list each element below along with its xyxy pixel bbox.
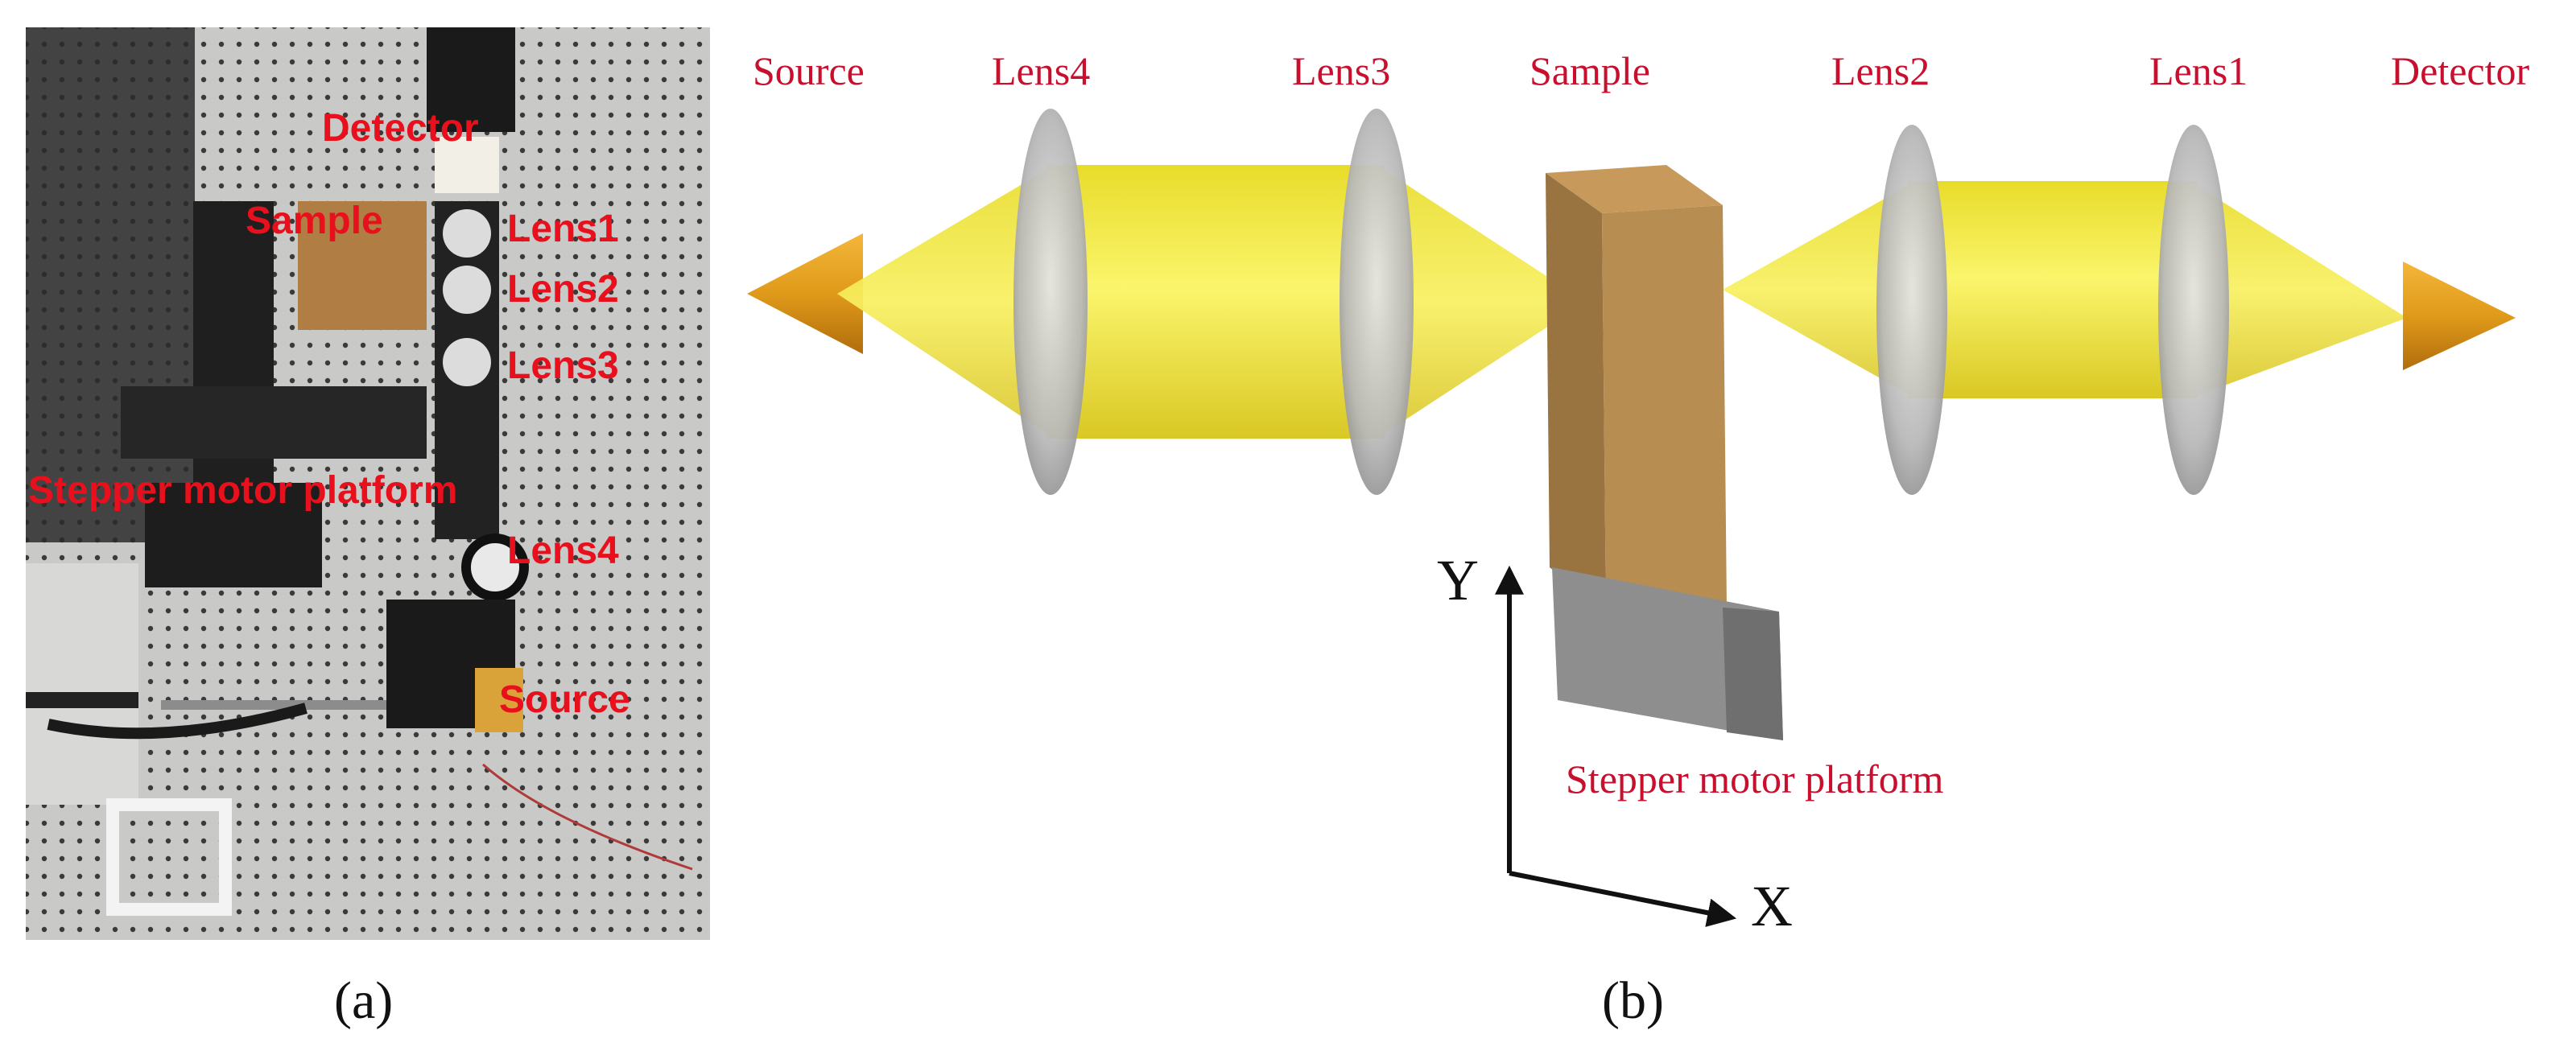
stepper-stage: [121, 386, 427, 459]
lens2: [1876, 125, 1947, 495]
photo-label-lens2: Lens2: [507, 268, 619, 311]
label-lens1: Lens1: [2149, 48, 2248, 93]
source-cone: [747, 233, 863, 354]
detector-cone: [2403, 262, 2516, 370]
beam-collimated-2: [1908, 181, 2198, 398]
lens3-photo: [443, 338, 491, 386]
axis-label-x: X: [1751, 874, 1793, 938]
beam-converging-1: [1377, 165, 1586, 439]
lens3: [1340, 109, 1414, 495]
photo-label-stepper: Stepper motor platform: [28, 469, 457, 512]
beam-diverging-1: [837, 165, 1055, 439]
sample-side: [1546, 173, 1606, 612]
lens4: [1013, 109, 1088, 495]
power-supply: [26, 563, 138, 805]
panel-a-caption: (a): [334, 971, 393, 1030]
label-stepper: Stepper motor platform: [1566, 756, 1943, 802]
photo-label-lens4: Lens4: [507, 530, 619, 572]
label-source: Source: [753, 48, 865, 93]
axis-label-y: Y: [1437, 548, 1479, 612]
beam-diverging-2: [1723, 181, 1916, 398]
label-lens4: Lens4: [992, 48, 1090, 93]
label-sample: Sample: [1530, 48, 1650, 93]
panel-a-photo: Detector Sample Lens1 Lens2 Lens3 Steppe…: [26, 27, 710, 940]
photo-label-source: Source: [499, 678, 630, 721]
detector-body: [427, 27, 515, 132]
photo-label-lens3: Lens3: [507, 344, 619, 387]
stage-post: [193, 201, 274, 507]
lens1: [2158, 125, 2229, 495]
photo-label-detector: Detector: [322, 107, 479, 150]
sample-front: [1602, 205, 1727, 616]
beam-collimated-1: [1046, 165, 1385, 439]
x-axis-arrow: [1509, 871, 1737, 928]
panel-b-caption: (b): [1602, 971, 1664, 1030]
photo-label-lens1: Lens1: [507, 208, 619, 250]
sample-photo: [298, 201, 427, 330]
frame: [106, 798, 232, 916]
label-lens2: Lens2: [1831, 48, 1930, 93]
panel-b-schematic: Source Lens4 Lens3 Sample Lens2 Lens1 De…: [747, 48, 2529, 938]
sample-top: [1546, 165, 1723, 213]
label-detector: Detector: [2391, 48, 2529, 93]
left-rack: [26, 27, 195, 542]
lens4-photo: [461, 534, 529, 601]
photo-label-sample: Sample: [246, 200, 383, 242]
lens1-photo: [443, 209, 491, 258]
lens2-photo: [443, 266, 491, 314]
beam-converging-2: [2190, 181, 2407, 398]
label-lens3: Lens3: [1292, 48, 1390, 93]
